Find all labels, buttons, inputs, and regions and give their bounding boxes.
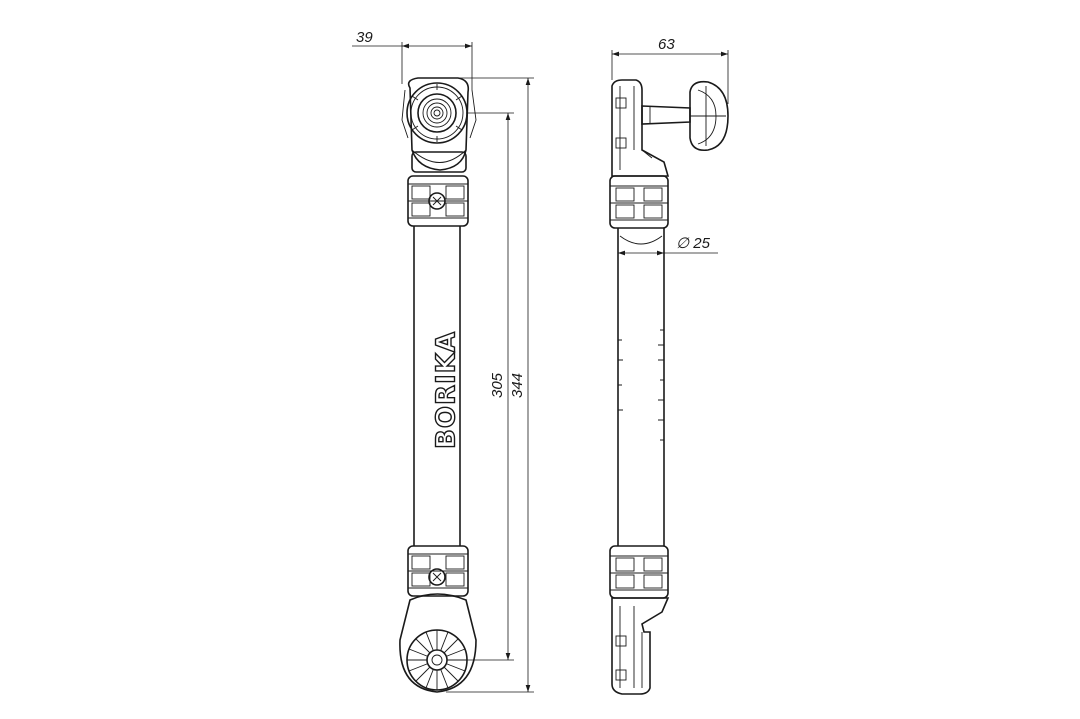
- dimension-depth: 63: [611, 36, 729, 104]
- side-tube: [617, 228, 665, 546]
- width-dimension-label: 39: [356, 29, 373, 46]
- side-view: 63 ∅ 25: [609, 36, 729, 695]
- front-bottom-collar: [407, 545, 469, 597]
- front-top-clamp: [401, 77, 477, 173]
- front-top-collar: [407, 175, 469, 227]
- side-top-collar: [609, 175, 669, 229]
- side-bottom-plate: [611, 597, 670, 695]
- dimension-overall-length: 344: [446, 77, 534, 693]
- tube-diameter-dimension-label: ∅ 25: [676, 235, 711, 252]
- front-view: BORIKA: [352, 29, 534, 693]
- dimension-inner-length: 305: [466, 112, 514, 661]
- overall-length-dimension-label: 344: [509, 373, 526, 398]
- brand-logo: BORIKA: [432, 331, 462, 449]
- front-bottom-clamp: [399, 593, 477, 693]
- side-bottom-collar: [609, 545, 669, 599]
- dimension-width: 39: [352, 29, 473, 90]
- top-knob-front: [406, 82, 468, 144]
- top-knob-side: [641, 80, 729, 152]
- depth-dimension-label: 63: [658, 36, 675, 53]
- side-top-plate: [611, 79, 670, 177]
- front-tube: BORIKA: [413, 226, 462, 546]
- inner-length-dimension-label: 305: [489, 372, 506, 398]
- dimension-tube-diameter: ∅ 25: [618, 235, 718, 256]
